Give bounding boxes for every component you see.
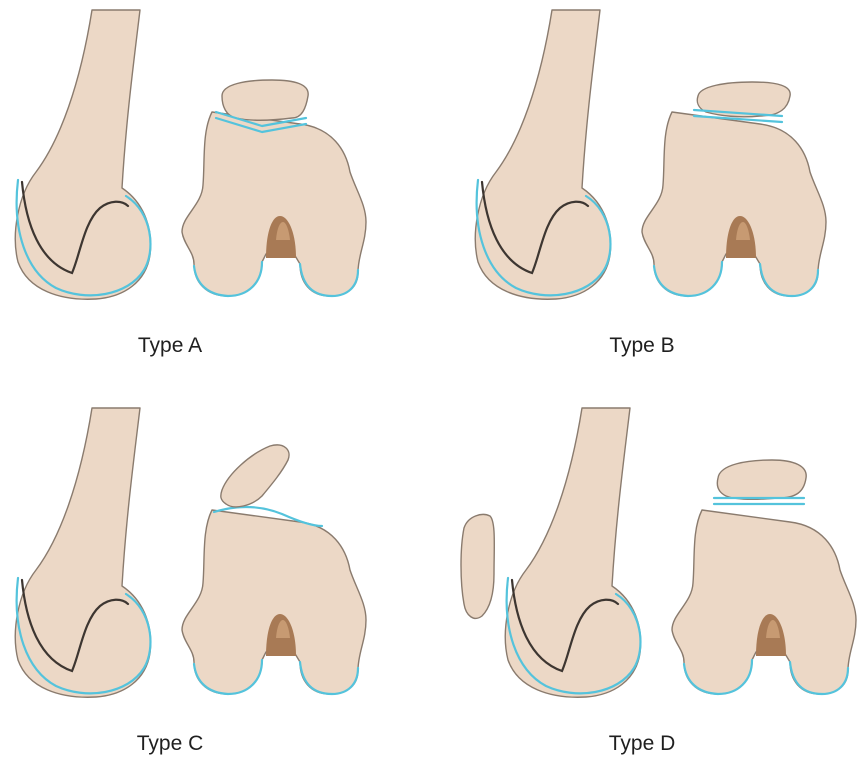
panel-type-d [461,408,856,697]
femur-anterior-view [672,510,856,694]
femur-lateral-view [15,10,150,299]
panel-type-a [15,10,366,299]
panel-type-c [15,408,366,697]
osteochondral-fragment [714,460,806,504]
osteochondral-fragment [221,445,289,507]
femur-anterior-view [182,507,366,694]
panel-label-type-c: Type C [137,732,204,756]
femur-lateral-view [15,408,150,697]
panel-label-type-b: Type B [609,334,674,358]
osteochondral-fragment [694,82,790,122]
femur-lateral-view [475,10,610,299]
femur-lateral-view [505,408,640,697]
panel-label-type-d: Type D [609,732,676,756]
panel-label-type-a: Type A [138,334,202,358]
femur-anterior-view [642,112,826,296]
detached-posterior-fragment [461,515,494,619]
panel-type-b [475,10,826,299]
femur-anterior-view [182,112,366,296]
